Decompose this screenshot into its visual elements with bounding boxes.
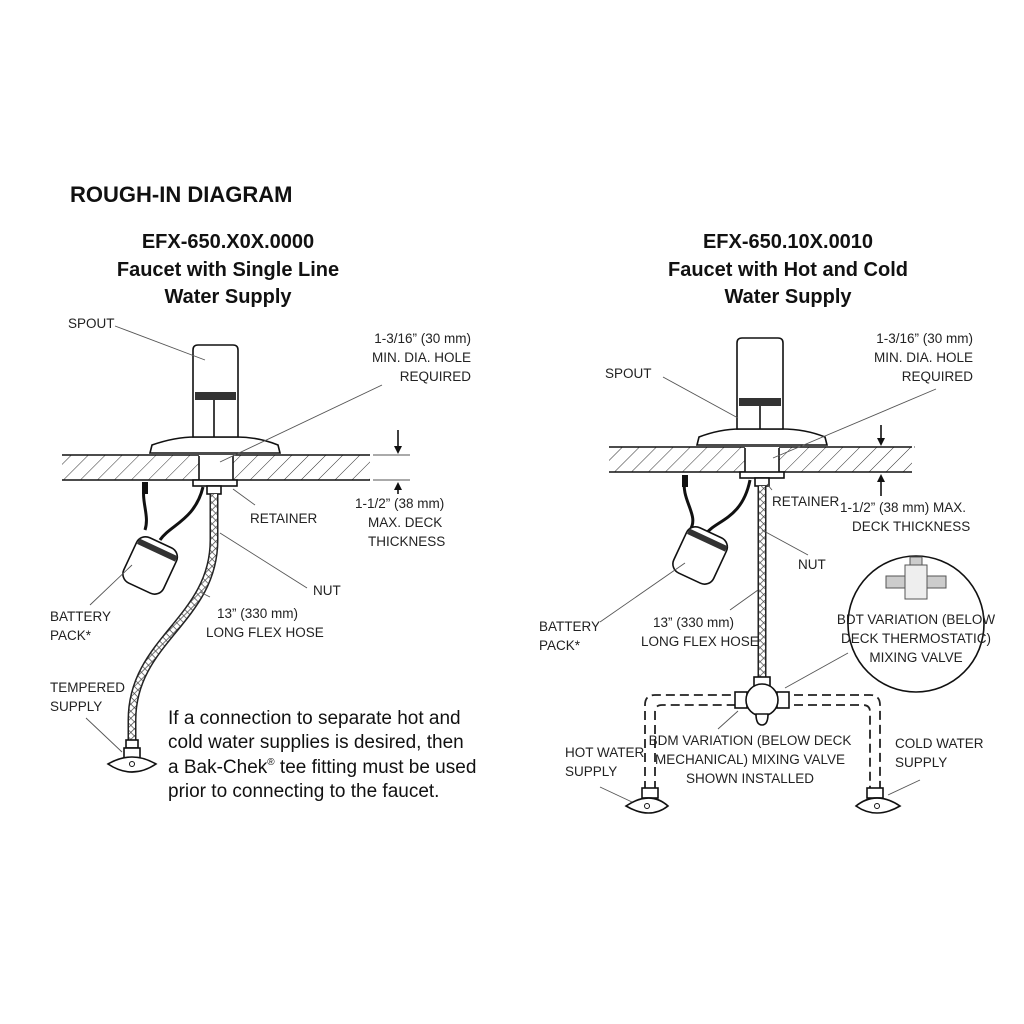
page-title: ROUGH-IN DIAGRAM	[70, 182, 292, 207]
label-hose-1: 13” (330 mm)	[653, 615, 734, 630]
label-deck-3: THICKNESS	[368, 534, 445, 549]
left-subtitle-2: Water Supply	[164, 286, 292, 308]
deck	[62, 454, 370, 481]
deck-dimension	[373, 430, 410, 494]
label-spout: SPOUT	[68, 316, 115, 331]
bdm-mixing-valve	[644, 676, 881, 790]
label-bdt-1: BDT VARIATION (BELOW	[837, 612, 996, 627]
label-deck-1: 1-1/2” (38 mm) MAX.	[840, 500, 966, 515]
battery-pack	[122, 482, 205, 595]
label-nut: NUT	[313, 583, 341, 598]
label-bdm-3: SHOWN INSTALLED	[686, 771, 814, 786]
note-line-4: prior to connecting to the faucet.	[168, 781, 439, 802]
label-battery-1: BATTERY	[539, 619, 600, 634]
label-deck-2: MAX. DECK	[368, 515, 442, 530]
hot-supply-stop	[624, 787, 670, 814]
note-line-1: If a connection to separate hot and	[168, 708, 461, 729]
label-deck-2: DECK THICKNESS	[852, 519, 970, 534]
label-hole-1: 1-3/16” (30 mm)	[374, 331, 471, 346]
label-bdm-2: MECHANICAL) MIXING VALVE	[655, 752, 845, 767]
retainer	[192, 479, 238, 495]
spout	[148, 344, 282, 454]
label-bdt-3: MIXING VALVE	[869, 650, 962, 665]
leader-lines	[85, 325, 383, 753]
label-hole-2: MIN. DIA. HOLE	[874, 350, 973, 365]
battery-pack	[672, 475, 752, 585]
label-nut: NUT	[798, 557, 826, 572]
note-line-3: a Bak-Chek® tee fitting must be used	[168, 757, 476, 778]
label-hot-2: SUPPLY	[565, 764, 617, 779]
label-hose-1: 13” (330 mm)	[217, 606, 298, 621]
supply-stop	[106, 739, 158, 773]
label-battery-2: PACK*	[50, 628, 92, 643]
right-model: EFX-650.10X.0010	[703, 231, 873, 253]
deck-dimension	[877, 425, 915, 496]
label-cold-1: COLD WATER	[895, 736, 984, 751]
label-supply-2: SUPPLY	[50, 699, 102, 714]
label-hole-3: REQUIRED	[400, 369, 472, 384]
leader-lines	[599, 376, 937, 803]
label-retainer: RETAINER	[772, 494, 840, 509]
label-hole-2: MIN. DIA. HOLE	[372, 350, 471, 365]
label-spout: SPOUT	[605, 366, 652, 381]
label-battery-2: PACK*	[539, 638, 581, 653]
left-diagram: EFX-650.X0X.0000 Faucet with Single Line…	[50, 231, 476, 802]
label-bdt-2: DECK THERMOSTATIC)	[841, 631, 991, 646]
cold-supply-stop	[854, 787, 902, 814]
label-hose-2: LONG FLEX HOSE	[641, 634, 759, 649]
spout	[695, 337, 829, 446]
label-hose-2: LONG FLEX HOSE	[206, 625, 324, 640]
label-hole-3: REQUIRED	[902, 369, 974, 384]
label-cold-2: SUPPLY	[895, 755, 947, 770]
label-hole-1: 1-3/16” (30 mm)	[876, 331, 973, 346]
retainer	[739, 471, 785, 487]
left-subtitle-1: Faucet with Single Line	[117, 259, 339, 281]
left-model: EFX-650.X0X.0000	[142, 231, 314, 253]
right-subtitle-2: Water Supply	[724, 286, 852, 308]
note-line-2: cold water supplies is desired, then	[168, 732, 464, 753]
label-deck-1: 1-1/2” (38 mm)	[355, 496, 444, 511]
right-diagram: EFX-650.10X.0010 Faucet with Hot and Col…	[539, 231, 996, 814]
flex-hose	[127, 494, 219, 742]
deck	[609, 446, 912, 473]
label-supply-1: TEMPERED	[50, 680, 125, 695]
label-battery-1: BATTERY	[50, 609, 111, 624]
right-subtitle-1: Faucet with Hot and Cold	[668, 259, 908, 281]
label-retainer: RETAINER	[250, 511, 318, 526]
label-bdm-1: BDM VARIATION (BELOW DECK	[649, 733, 852, 748]
label-hot-1: HOT WATER	[565, 745, 644, 760]
bdt-inset	[847, 555, 985, 693]
